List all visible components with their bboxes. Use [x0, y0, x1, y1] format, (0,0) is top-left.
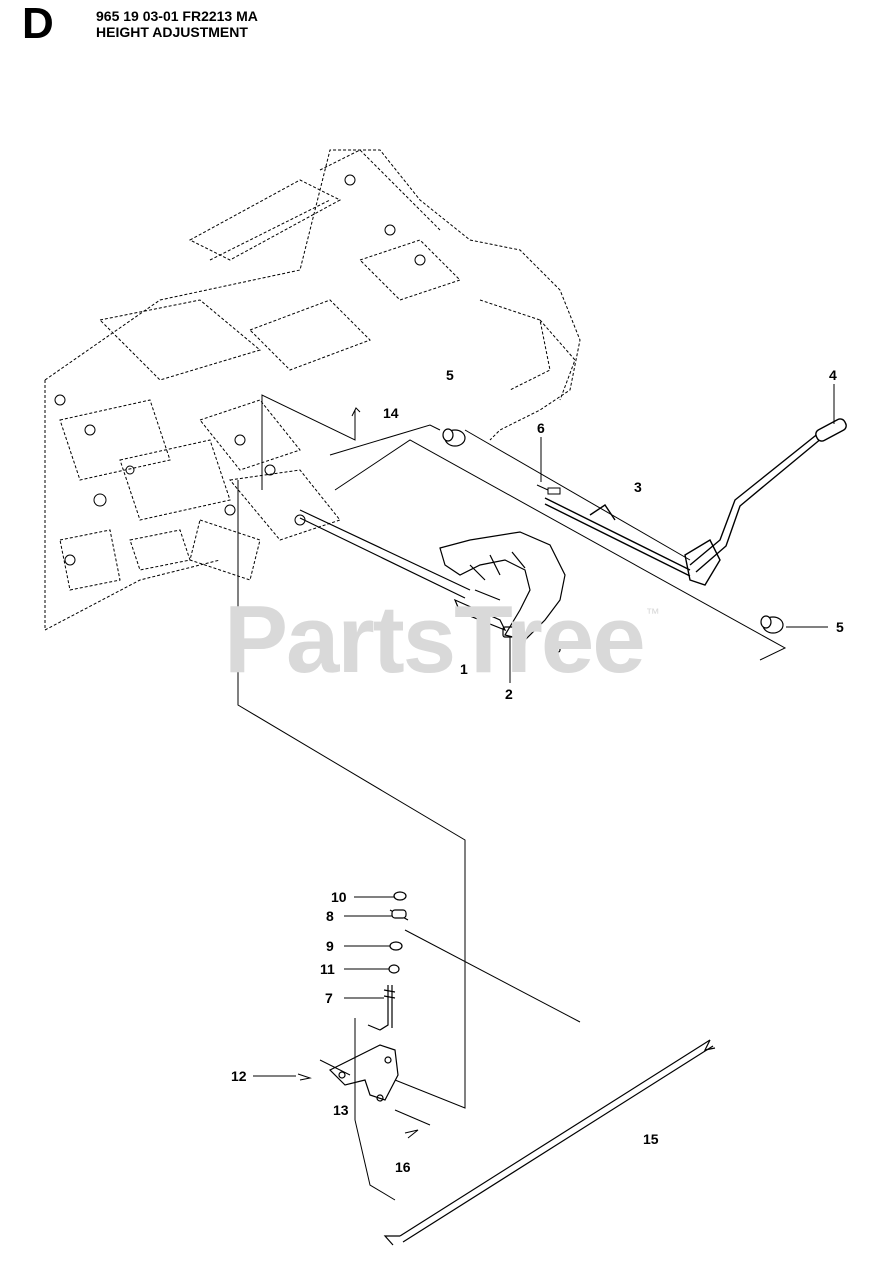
- bolt-part-2: [502, 626, 561, 653]
- callout-1: 1: [460, 661, 468, 677]
- section-letter: D: [22, 0, 54, 48]
- callout-3: 3: [634, 479, 642, 495]
- document-number: 965 19 03-01 FR2213 MA: [96, 8, 258, 24]
- adjust-shaft: [299, 509, 471, 599]
- callout-10: 10: [331, 889, 347, 905]
- callout-leaders: [253, 384, 835, 1077]
- callout-8: 8: [326, 908, 334, 924]
- linkage-bracket-13: [328, 1044, 399, 1102]
- diagram-title: HEIGHT ADJUSTMENT: [96, 24, 248, 40]
- callout-15: 15: [643, 1131, 659, 1147]
- watermark-text: PartsTree: [224, 586, 646, 693]
- leader-lines: [237, 394, 787, 1201]
- callout-16: 16: [395, 1159, 411, 1175]
- callout-14: 14: [383, 405, 399, 421]
- callout-9: 9: [326, 938, 334, 954]
- cotter-pin-14: [351, 407, 361, 417]
- height-lever: [544, 418, 847, 586]
- callout-5-upper: 5: [446, 367, 454, 383]
- height-adjust-bracket: [439, 531, 566, 641]
- cotter-pins-12-16: [297, 1073, 419, 1139]
- bushing-parts-5: [442, 428, 784, 634]
- pin-part-6: [536, 484, 561, 495]
- callout-7: 7: [325, 990, 333, 1006]
- document-header: 965 19 03-01 FR2213 MA HEIGHT ADJUSTMENT: [96, 8, 258, 40]
- chassis-holes: [54, 174, 426, 566]
- callout-12: 12: [231, 1068, 247, 1084]
- callout-5-lower: 5: [836, 619, 844, 635]
- linkage-stack: [367, 891, 409, 1031]
- callout-11: 11: [320, 961, 335, 977]
- callout-2: 2: [505, 686, 513, 702]
- callout-6: 6: [537, 420, 545, 436]
- callout-13: 13: [333, 1102, 349, 1118]
- chassis-frame-outline: [44, 149, 581, 631]
- connecting-rod-15: [383, 1039, 716, 1246]
- callout-4: 4: [829, 367, 837, 383]
- trademark-symbol: ™: [645, 605, 660, 621]
